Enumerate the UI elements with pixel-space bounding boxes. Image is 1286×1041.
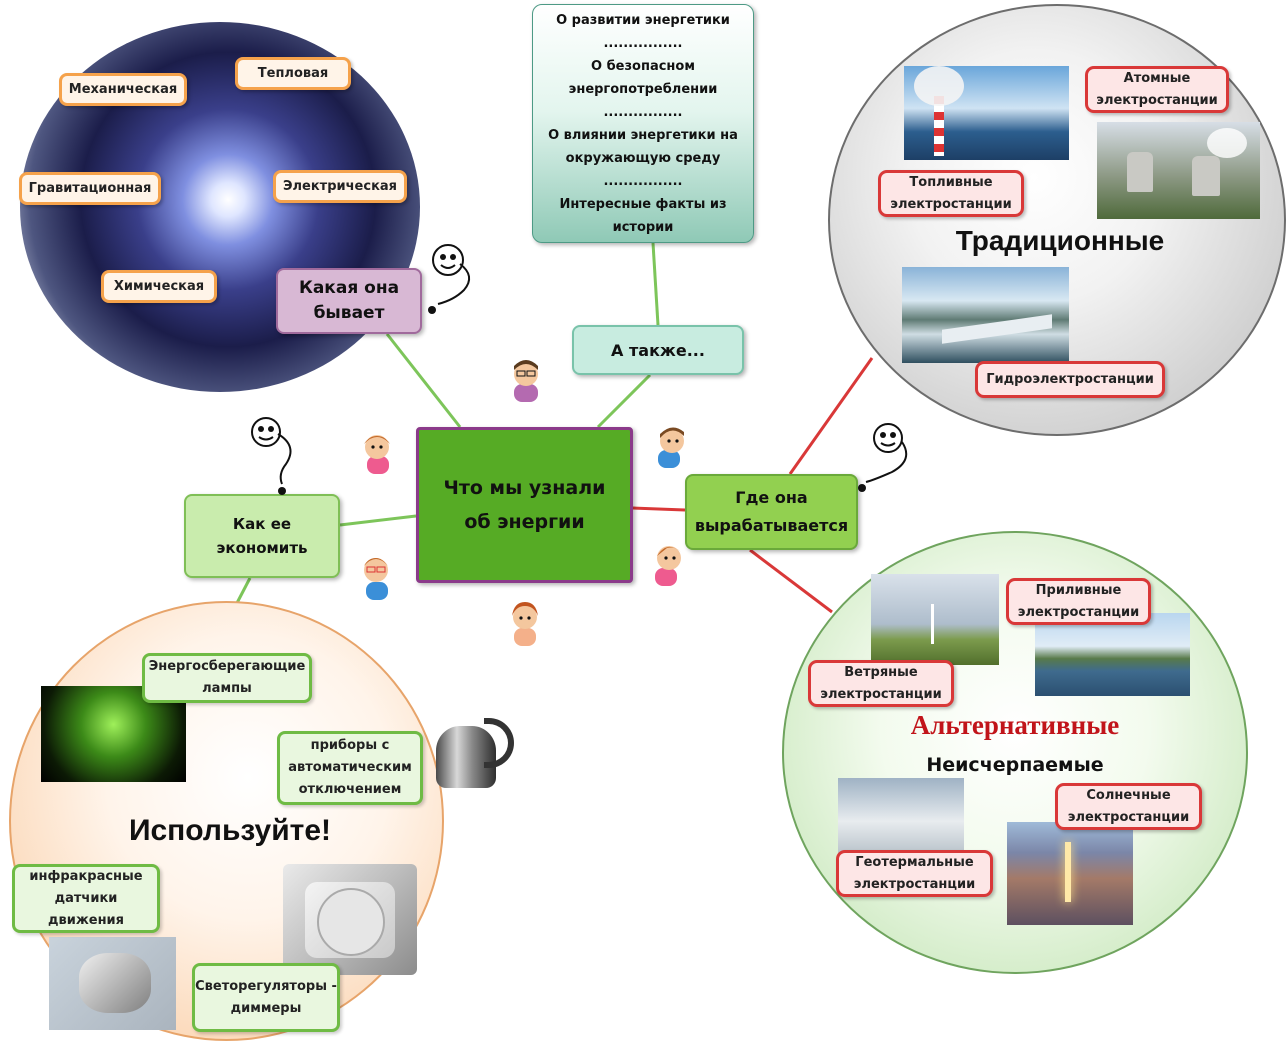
connector-where (632, 506, 686, 512)
tidal-plants-label: Приливные электростанции (1006, 578, 1151, 625)
energy-saving-lamps-label: Энергосберегающие лампы (142, 653, 312, 703)
motion-sensor-photo (49, 937, 176, 1030)
topic-item: О безопасном энергопотреблении (568, 59, 718, 97)
energy-type-gravitational: Гравитационная (19, 172, 161, 205)
nuclear-plant-photo (1097, 122, 1260, 219)
branch-where-label: Где она вырабатывается (694, 488, 849, 535)
kid-icon (364, 435, 390, 474)
kid-icon (658, 427, 684, 468)
alternative-subtitle: Неисчерпаемые (926, 754, 1104, 776)
kid-icon (364, 558, 388, 600)
solar-plant-photo (1007, 822, 1133, 925)
branch-also: А также... (572, 325, 744, 375)
energy-type-thermal: Тепловая (235, 57, 351, 90)
branch-save: Как ее экономить (184, 494, 340, 578)
energy-type-mechanical: Механическая (59, 73, 187, 106)
auto-shutoff-devices-label: приборы с автоматическим отключением (277, 731, 423, 805)
question-smiley-icon (251, 417, 292, 495)
connector-save (339, 514, 417, 527)
branch-save-label: Как ее экономить (216, 515, 308, 557)
kid-icon (514, 360, 538, 402)
energy-type-chemical: Химическая (101, 270, 217, 303)
connector-kind (385, 333, 462, 428)
topics-box: О развитии энергетики ................ О… (532, 4, 754, 243)
kettle-photo (428, 708, 520, 794)
wind-plant-photo (871, 574, 999, 665)
connector-topics (651, 242, 660, 326)
motion-sensors-label: инфракрасные датчики движения (12, 864, 160, 933)
question-smiley-icon (858, 423, 908, 492)
branch-kind: Какая она бывает (276, 268, 422, 334)
connector-also (596, 373, 652, 429)
fuel-plants-label: Топливные электростанции (878, 170, 1024, 217)
traditional-title: Традиционные (955, 225, 1165, 256)
branch-kind-label: Какая она бывает (298, 278, 400, 323)
dimmer-switch-photo (283, 864, 417, 975)
central-topic: Что мы узнали об энергии (416, 427, 633, 583)
topic-item: О влиянии энергетики на окружающую среду (548, 128, 738, 166)
central-topic-label: Что мы узнали об энергии (443, 477, 606, 533)
connector-traditional (788, 357, 874, 475)
dimmers-label: Светорегуляторы - диммеры (192, 963, 340, 1032)
geothermal-plants-label: Геотермальные электростанции (836, 850, 993, 897)
branch-where: Где она вырабатывается (685, 474, 858, 550)
topic-separator: ................ (603, 174, 683, 189)
energy-type-electrical: Электрическая (273, 170, 407, 203)
solar-plants-label: Солнечные электростанции (1055, 783, 1202, 830)
topic-separator: ................ (603, 36, 683, 51)
kid-icon (512, 602, 538, 646)
nuclear-plants-label: Атомные электростанции (1085, 66, 1229, 113)
tidal-plant-photo (1035, 613, 1190, 696)
kid-icon (655, 546, 681, 586)
use-title: Используйте! (128, 814, 332, 847)
topic-item: О развитии энергетики (556, 13, 730, 28)
hydro-plant-photo (902, 267, 1069, 363)
topic-item: Интересные факты из истории (559, 197, 727, 235)
connector-alternative (749, 548, 833, 614)
topic-separator: ................ (603, 105, 683, 120)
hydro-plants-label: Гидроэлектростанции (975, 361, 1165, 398)
alternative-title: Альтернативные (910, 710, 1120, 740)
question-smiley-icon (428, 244, 471, 314)
thermal-plant-photo (904, 66, 1069, 160)
wind-plants-label: Ветряные электростанции (808, 660, 954, 707)
branch-also-label: А также... (611, 340, 705, 360)
